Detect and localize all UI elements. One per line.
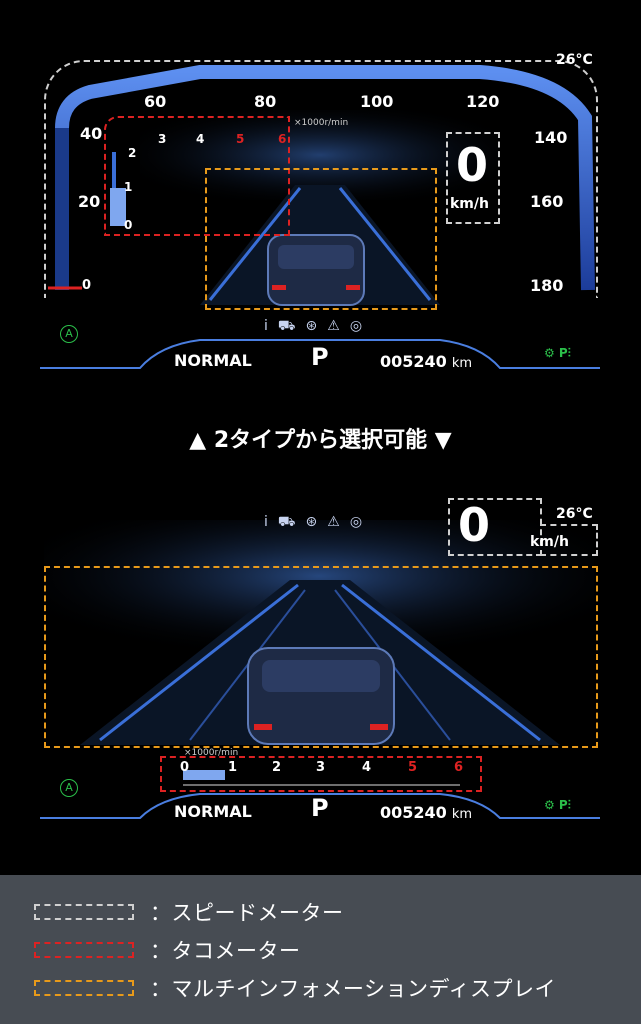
brake-icon: ⊛ bbox=[305, 514, 318, 530]
tach-tick-4-bottom: 4 bbox=[362, 760, 372, 775]
tire-icon: ◎ bbox=[349, 514, 363, 530]
top-dashboard: 26°C 0 20 40 60 80 100 120 140 160 180 ×… bbox=[0, 0, 641, 400]
tachometer-outline-bottom bbox=[160, 756, 482, 792]
car-icon: ⛟ bbox=[277, 514, 296, 530]
brake-icon: ⊛ bbox=[305, 318, 318, 334]
info-icon: i bbox=[264, 318, 268, 334]
legend-row-multi-info: ：マルチインフォメーションディスプレイ bbox=[34, 977, 556, 1001]
speed-tick-20: 20 bbox=[78, 192, 101, 211]
selection-caption: ▲ 2タイプから選択可能 ▼ bbox=[189, 428, 452, 453]
drive-mode-label-bottom: NORMAL bbox=[174, 802, 252, 821]
temperature-outline-bottom bbox=[540, 524, 598, 556]
legend-label-speedometer: ：スピードメーター bbox=[150, 901, 344, 925]
odometer-value-bottom: 005240 bbox=[380, 803, 447, 822]
temperature-readout-bottom: 26°C bbox=[556, 506, 593, 522]
bottom-dashboard: 26°C 0 km/h i ⛟ ⊛ ⚠ ◎ ×1000r/min 0 1 2 3… bbox=[0, 480, 641, 860]
tach-tick-1: 1 bbox=[124, 180, 133, 194]
tach-unit-label: ×1000r/min bbox=[294, 118, 349, 128]
gear-indicator: P bbox=[311, 343, 329, 371]
warning-icon: ⚠ bbox=[327, 318, 340, 334]
legend-panel: ：スピードメーター ：タコメーター ：マルチインフォメーションディスプレイ bbox=[0, 875, 641, 1024]
speed-tick-80: 80 bbox=[254, 92, 277, 111]
temperature-readout: 26°C bbox=[556, 52, 593, 68]
speedometer-outline bbox=[44, 60, 598, 298]
tach-unit-label-bottom: ×1000r/min bbox=[184, 748, 239, 758]
digital-speed-unit: km/h bbox=[450, 196, 489, 212]
speed-tick-0: 0 bbox=[82, 278, 92, 293]
tach-tick-2: 2 bbox=[128, 146, 137, 160]
tach-tick-2-bottom: 2 bbox=[272, 760, 282, 775]
tach-tick-5: 5 bbox=[236, 132, 245, 146]
multi-info-display-outline-bottom bbox=[44, 566, 598, 748]
info-icon: i bbox=[264, 514, 268, 530]
digital-speed-value-bottom: 0 bbox=[458, 498, 491, 552]
legend-swatch-white bbox=[34, 904, 134, 920]
legend-row-tachometer: ：タコメーター bbox=[34, 939, 301, 963]
auto-indicator-bottom: A bbox=[60, 779, 78, 797]
parking-sensor-icon: ⚙ P⫶ bbox=[544, 346, 571, 360]
tach-tick-6-bottom: 6 bbox=[454, 760, 464, 775]
legend-swatch-orange bbox=[34, 980, 134, 996]
tach-tick-3: 3 bbox=[158, 132, 167, 146]
warning-icon: ⚠ bbox=[327, 514, 340, 530]
drive-mode-label: NORMAL bbox=[174, 351, 252, 370]
odometer-unit: km bbox=[451, 356, 473, 371]
status-icon-row: i ⛟ ⊛ ⚠ ◎ bbox=[264, 318, 362, 336]
multi-info-display-outline bbox=[205, 168, 437, 310]
legend-swatch-red bbox=[34, 942, 134, 958]
odometer-unit-bottom: km bbox=[451, 807, 473, 822]
gear-indicator-bottom: P bbox=[311, 794, 329, 822]
parking-sensor-icon-bottom: ⚙ P⫶ bbox=[544, 798, 571, 812]
odometer-value: 005240 bbox=[380, 352, 447, 371]
legend-label-multi-info: ：マルチインフォメーションディスプレイ bbox=[150, 977, 556, 1001]
speed-tick-100: 100 bbox=[360, 92, 394, 111]
speed-tick-40: 40 bbox=[80, 124, 103, 143]
auto-indicator: A bbox=[60, 325, 78, 343]
speed-tick-180: 180 bbox=[530, 276, 564, 295]
bottom-gauge-graphic bbox=[40, 520, 600, 819]
digital-speed-value: 0 bbox=[456, 138, 489, 192]
tach-tick-1-bottom: 1 bbox=[228, 760, 238, 775]
odometer-bottom: 005240 km bbox=[380, 803, 472, 822]
tachometer-outline bbox=[104, 116, 290, 236]
odometer: 005240 km bbox=[380, 352, 472, 371]
speed-tick-160: 160 bbox=[530, 192, 564, 211]
top-gauge-graphic bbox=[40, 65, 600, 369]
legend-label-tachometer: ：タコメーター bbox=[150, 939, 301, 963]
tach-tick-3-bottom: 3 bbox=[316, 760, 326, 775]
tach-tick-6: 6 bbox=[278, 132, 287, 146]
tire-icon: ◎ bbox=[349, 318, 363, 334]
tach-tick-4: 4 bbox=[196, 132, 205, 146]
status-icon-row-bottom: i ⛟ ⊛ ⚠ ◎ bbox=[264, 514, 362, 532]
digital-speed-outline-bottom bbox=[448, 498, 542, 556]
tach-tick-0-bottom: 0 bbox=[180, 760, 190, 775]
tach-tick-0: 0 bbox=[124, 218, 133, 232]
car-icon: ⛟ bbox=[277, 318, 296, 334]
speed-tick-120: 120 bbox=[466, 92, 500, 111]
speed-tick-140: 140 bbox=[534, 128, 568, 147]
digital-speed-outline bbox=[446, 132, 500, 224]
digital-speed-unit-bottom: km/h bbox=[530, 534, 569, 550]
legend-row-speedometer: ：スピードメーター bbox=[34, 901, 344, 925]
speed-tick-60: 60 bbox=[144, 92, 167, 111]
tach-tick-5-bottom: 5 bbox=[408, 760, 418, 775]
